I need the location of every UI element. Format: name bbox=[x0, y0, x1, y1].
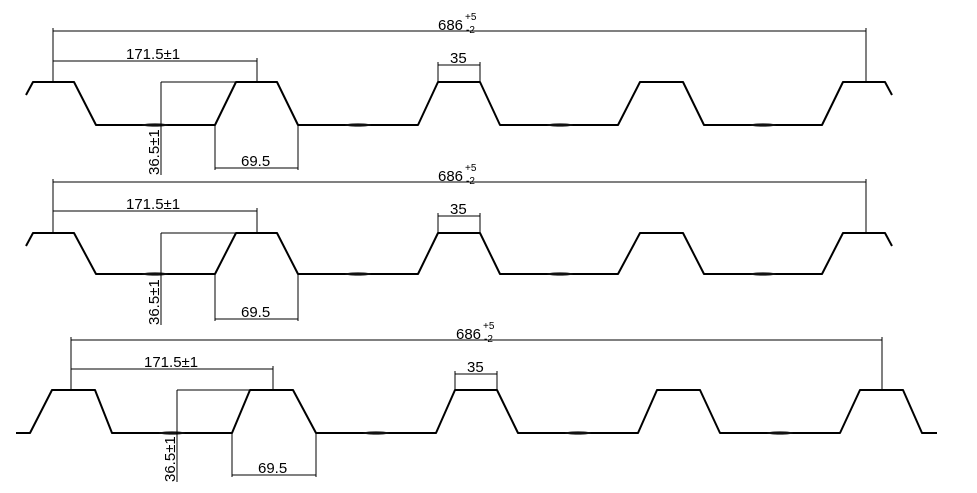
profile-2-dimension-rib-bottom: 69.5 bbox=[214, 274, 299, 321]
profile-3-dimension-rib-bottom: 69.5 bbox=[231, 433, 317, 477]
profile-3-outline bbox=[16, 389, 937, 434]
svg-text:+5: +5 bbox=[465, 12, 477, 23]
svg-text:-2: -2 bbox=[484, 334, 493, 345]
svg-text:35: 35 bbox=[450, 201, 467, 218]
svg-text:171.5±1: 171.5±1 bbox=[144, 354, 198, 371]
svg-text:686: 686 bbox=[438, 168, 463, 185]
profile-2-outline bbox=[25, 232, 893, 275]
profile-2-dimension-pitch: 171.5±1 bbox=[53, 196, 258, 233]
profile-2: 686 +5 -2 171.5±1 35 36.5±1 69.5 bbox=[25, 163, 893, 325]
svg-text:35: 35 bbox=[450, 50, 467, 67]
profile-1-dimension-height: 36.5±1 bbox=[146, 81, 236, 175]
svg-text:686: 686 bbox=[438, 17, 463, 34]
svg-text:36.5±1: 36.5±1 bbox=[146, 279, 163, 325]
svg-text:35: 35 bbox=[467, 359, 484, 376]
svg-text:+5: +5 bbox=[465, 163, 477, 174]
profile-1-dimension-rib-bottom: 69.5 bbox=[214, 125, 299, 170]
profile-3: 686 +5 -2 171.5±1 35 36.5±1 69.5 bbox=[16, 321, 937, 482]
svg-text:69.5: 69.5 bbox=[258, 460, 287, 477]
svg-text:36.5±1: 36.5±1 bbox=[146, 129, 163, 175]
svg-text:-2: -2 bbox=[466, 25, 475, 36]
profile-3-dimension-pitch: 171.5±1 bbox=[71, 354, 274, 390]
profile-3-dimension-rib-top: 35 bbox=[454, 359, 498, 390]
profile-2-dimension-rib-top: 35 bbox=[437, 201, 481, 233]
profile-1-outline bbox=[25, 81, 893, 126]
profile-2-pads bbox=[142, 272, 776, 276]
profile-1-dimension-pitch: 171.5±1 bbox=[53, 46, 258, 82]
profile-1: 686 +5 -2 171.5±1 35 36.5±1 69.5 bbox=[25, 12, 893, 175]
svg-text:36.5±1: 36.5±1 bbox=[162, 436, 179, 482]
profile-2-dimension-height: 36.5±1 bbox=[146, 232, 236, 325]
profile-3-dimension-height: 36.5±1 bbox=[162, 389, 250, 482]
svg-text:171.5±1: 171.5±1 bbox=[126, 46, 180, 63]
svg-text:171.5±1: 171.5±1 bbox=[126, 196, 180, 213]
profile-2-dimension-overall: 686 +5 -2 bbox=[52, 163, 867, 233]
svg-text:-2: -2 bbox=[466, 176, 475, 187]
svg-text:69.5: 69.5 bbox=[241, 304, 270, 321]
profile-1-dimension-rib-top: 35 bbox=[437, 50, 481, 82]
svg-text:+5: +5 bbox=[483, 321, 495, 332]
svg-text:69.5: 69.5 bbox=[241, 153, 270, 170]
profile-3-dimension-overall: 686 +5 -2 bbox=[70, 321, 883, 390]
svg-text:686: 686 bbox=[456, 326, 481, 343]
profile-1-pads bbox=[142, 123, 776, 127]
profile-1-dimension-overall: 686 +5 -2 bbox=[52, 12, 867, 82]
profile-3-pads bbox=[159, 431, 793, 435]
